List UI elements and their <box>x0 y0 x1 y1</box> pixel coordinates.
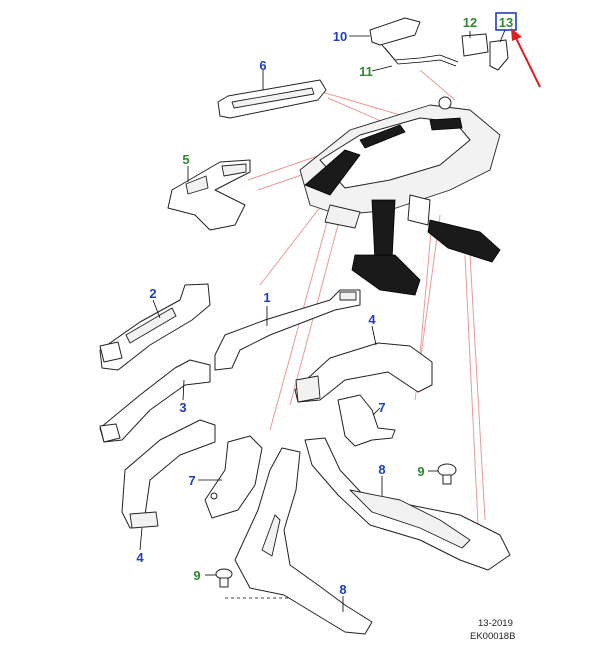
part-8-floor-duct-left <box>234 447 373 635</box>
callout-10: 10 <box>333 29 347 44</box>
part-6-defroster-duct <box>217 79 327 119</box>
callout-7-right: 7 <box>378 400 385 415</box>
part-5-side-vent-duct <box>167 159 251 231</box>
callout-4-left: 4 <box>136 550 144 565</box>
callout-1: 1 <box>263 290 270 305</box>
part-9-clip-right <box>437 463 457 485</box>
diagram-date: 13-2019 <box>478 618 513 629</box>
callout-7-left: 7 <box>188 473 195 488</box>
highlight-13 <box>495 12 541 88</box>
part-7-bracket-right <box>337 394 396 447</box>
part-7-rear-duct-center <box>204 435 263 519</box>
callout-8-left: 8 <box>339 582 346 597</box>
callout-4-right: 4 <box>368 312 376 327</box>
callout-12: 12 <box>463 15 477 30</box>
callout-8-right: 8 <box>378 462 385 477</box>
callout-leaders <box>139 29 506 612</box>
diagram-reference: 13-2019 EK00018B <box>470 618 515 642</box>
callout-9-right: 9 <box>417 464 424 479</box>
callout-labels: 6 5 2 1 3 4 4 7 7 8 8 9 9 10 11 12 13 <box>136 15 513 597</box>
callout-3: 3 <box>179 400 186 415</box>
part-9-clip-left <box>215 568 233 588</box>
hvac-assembly <box>299 96 501 296</box>
callout-5: 5 <box>182 152 189 167</box>
part-8-floor-duct-right <box>304 437 511 571</box>
callout-2: 2 <box>149 286 156 301</box>
callout-11: 11 <box>359 64 373 79</box>
part-2-floor-duct <box>99 283 211 371</box>
part-10-11-sensor-group <box>369 17 509 71</box>
part-3-rear-duct-left <box>99 359 211 443</box>
part-4-rear-duct-right <box>294 342 433 403</box>
diagram-code: EK00018B <box>470 631 515 642</box>
part-1-center-duct <box>214 289 361 371</box>
part-4-rear-duct-lower <box>121 419 216 529</box>
callout-9-left: 9 <box>193 568 200 583</box>
callout-6: 6 <box>259 58 266 73</box>
reference-lines <box>247 69 486 526</box>
callout-13: 13 <box>499 15 513 30</box>
